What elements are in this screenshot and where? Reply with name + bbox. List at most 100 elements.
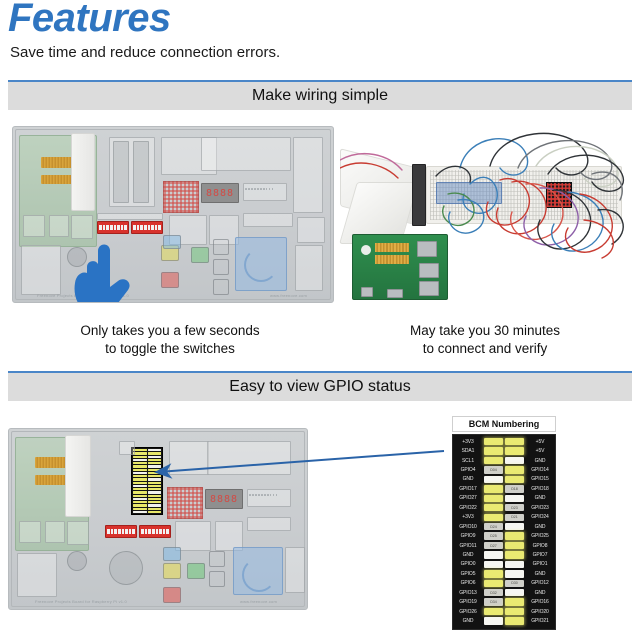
connector-module bbox=[297, 217, 325, 243]
caption-left-line1: Only takes you a few seconds bbox=[80, 323, 260, 338]
push-button-1[interactable] bbox=[213, 239, 229, 255]
gpio-led-column-left bbox=[113, 141, 129, 203]
push-button-2[interactable] bbox=[213, 259, 229, 275]
board-silkscreen-left-2: Freenove Projects Board for Raspberry Pi… bbox=[35, 599, 127, 604]
caption-left-line2: to toggle the switches bbox=[105, 341, 235, 357]
bcm-right-label: +5V bbox=[535, 448, 545, 455]
dip-switch-silk-label bbox=[97, 213, 163, 220]
seven-segment-display: 8888 bbox=[201, 183, 239, 203]
ldr-module-2 bbox=[215, 521, 243, 551]
led-matrix-red bbox=[163, 181, 199, 213]
left-bottom-module bbox=[21, 245, 61, 295]
gpio-header-gold-bottom bbox=[41, 175, 81, 184]
pi-usb-port-2 bbox=[419, 281, 439, 296]
bcm-right-label: GPIO23 bbox=[531, 504, 549, 511]
bcm-left-led: D34 bbox=[484, 598, 503, 606]
bcm-left-led bbox=[484, 494, 503, 503]
bcm-left-led bbox=[484, 570, 503, 578]
led-blue bbox=[163, 235, 181, 249]
pi-usb-port-1 bbox=[419, 263, 439, 278]
bcm-right-label: GPIO15 bbox=[531, 476, 549, 483]
gpio-header-gold-bottom-2 bbox=[35, 475, 73, 485]
bcm-right-led bbox=[505, 494, 524, 503]
rfid-antenna-icon bbox=[244, 248, 278, 282]
bcm-right-led bbox=[505, 560, 524, 569]
bcm-right-led: D18 bbox=[505, 485, 524, 493]
bcm-row: GPIO17 D18 GPIO18 bbox=[453, 484, 555, 493]
bcm-left-label: GPIO19 bbox=[459, 599, 477, 606]
right-bottom-module bbox=[295, 245, 323, 291]
bcm-right-label: GND bbox=[534, 523, 546, 530]
bcm-right-label: GPIO14 bbox=[531, 467, 549, 474]
bcm-right-led bbox=[505, 551, 524, 559]
section-header-easy-to-view-gpio-status: Easy to view GPIO status bbox=[8, 371, 632, 401]
usb-port-b-2 bbox=[67, 521, 89, 545]
bar-graph-segments-2 bbox=[249, 494, 278, 496]
usb-port-b bbox=[71, 215, 93, 239]
top-right-module-row bbox=[201, 137, 291, 171]
bcm-left-label: GPIO17 bbox=[459, 485, 477, 492]
bcm-row: SDA1 +5V bbox=[453, 446, 555, 455]
bcm-right-label: GPIO18 bbox=[531, 485, 549, 492]
push-button-2-bottom[interactable] bbox=[209, 571, 225, 587]
bcm-left-led bbox=[484, 607, 503, 616]
led-matrix-red-2 bbox=[167, 487, 203, 519]
bcm-right-label: GPIO21 bbox=[531, 618, 549, 625]
bcm-left-led bbox=[484, 447, 503, 455]
bcm-row: GND GPIO15 bbox=[453, 475, 555, 484]
bcm-left-label: GPIO13 bbox=[459, 589, 477, 596]
board-edge-2 bbox=[11, 431, 305, 607]
bcm-right-led bbox=[505, 438, 524, 446]
ldr-module bbox=[209, 215, 239, 245]
board-edge bbox=[15, 129, 331, 300]
bcm-left-label: +3V3 bbox=[462, 438, 474, 445]
bcm-right-label: GPIO16 bbox=[531, 599, 549, 606]
bcm-left-led bbox=[484, 551, 503, 559]
bcm-right-label: +5V bbox=[535, 438, 545, 445]
led-green-2 bbox=[187, 563, 205, 579]
left-bottom-module-2 bbox=[17, 553, 57, 597]
bcm-right-label: GPIO20 bbox=[531, 608, 549, 615]
gpio-header-gold-top bbox=[41, 157, 81, 168]
rfid-antenna-icon-2 bbox=[242, 558, 276, 592]
dip-switch-bank-2[interactable] bbox=[131, 221, 163, 234]
push-button-1-bottom[interactable] bbox=[209, 551, 225, 567]
gpio-led-column-right bbox=[133, 141, 149, 203]
push-button-3[interactable] bbox=[213, 279, 229, 295]
bcm-right-label: GPIO12 bbox=[531, 580, 549, 587]
bcm-left-led bbox=[484, 475, 503, 484]
sensor-module-area-2 bbox=[169, 441, 209, 475]
bcm-left-label: GPIO4 bbox=[460, 467, 476, 474]
bcm-right-led bbox=[505, 447, 524, 455]
ribbon-cable-connector-2 bbox=[65, 435, 91, 517]
buzzer-2 bbox=[67, 551, 87, 571]
ribbon-cable-connector bbox=[71, 133, 95, 211]
bar-graph-led-2 bbox=[247, 489, 291, 507]
bcm-left-label: SDA1 bbox=[461, 448, 475, 455]
bcm-right-label: GPIO24 bbox=[531, 514, 549, 521]
bcm-left-label: GPIO0 bbox=[460, 561, 476, 568]
bcm-left-label: GPIO5 bbox=[460, 570, 476, 577]
bcm-left-label: GND bbox=[462, 476, 474, 483]
bcm-right-label: GPIO8 bbox=[532, 542, 548, 549]
bcm-left-led bbox=[484, 560, 503, 569]
bcm-right-label: GPIO25 bbox=[531, 533, 549, 540]
caption-right-line2: to connect and verify bbox=[422, 341, 548, 357]
bcm-left-label: SCL1 bbox=[461, 457, 475, 464]
bcm-right-led: D21 bbox=[505, 513, 524, 521]
bcm-left-led bbox=[484, 456, 503, 465]
bcm-left-led: D24 bbox=[484, 522, 503, 531]
bcm-right-led bbox=[505, 598, 524, 606]
page-title: Features bbox=[8, 0, 171, 40]
bcm-left-led: D27 bbox=[484, 541, 503, 550]
dip-switch-bank-2-bottom[interactable] bbox=[139, 525, 171, 538]
bcm-left-label: GPIO22 bbox=[459, 504, 477, 511]
dip-switch-bank-1[interactable] bbox=[97, 221, 129, 234]
dip-switch-bank-1-bottom[interactable] bbox=[105, 525, 137, 538]
